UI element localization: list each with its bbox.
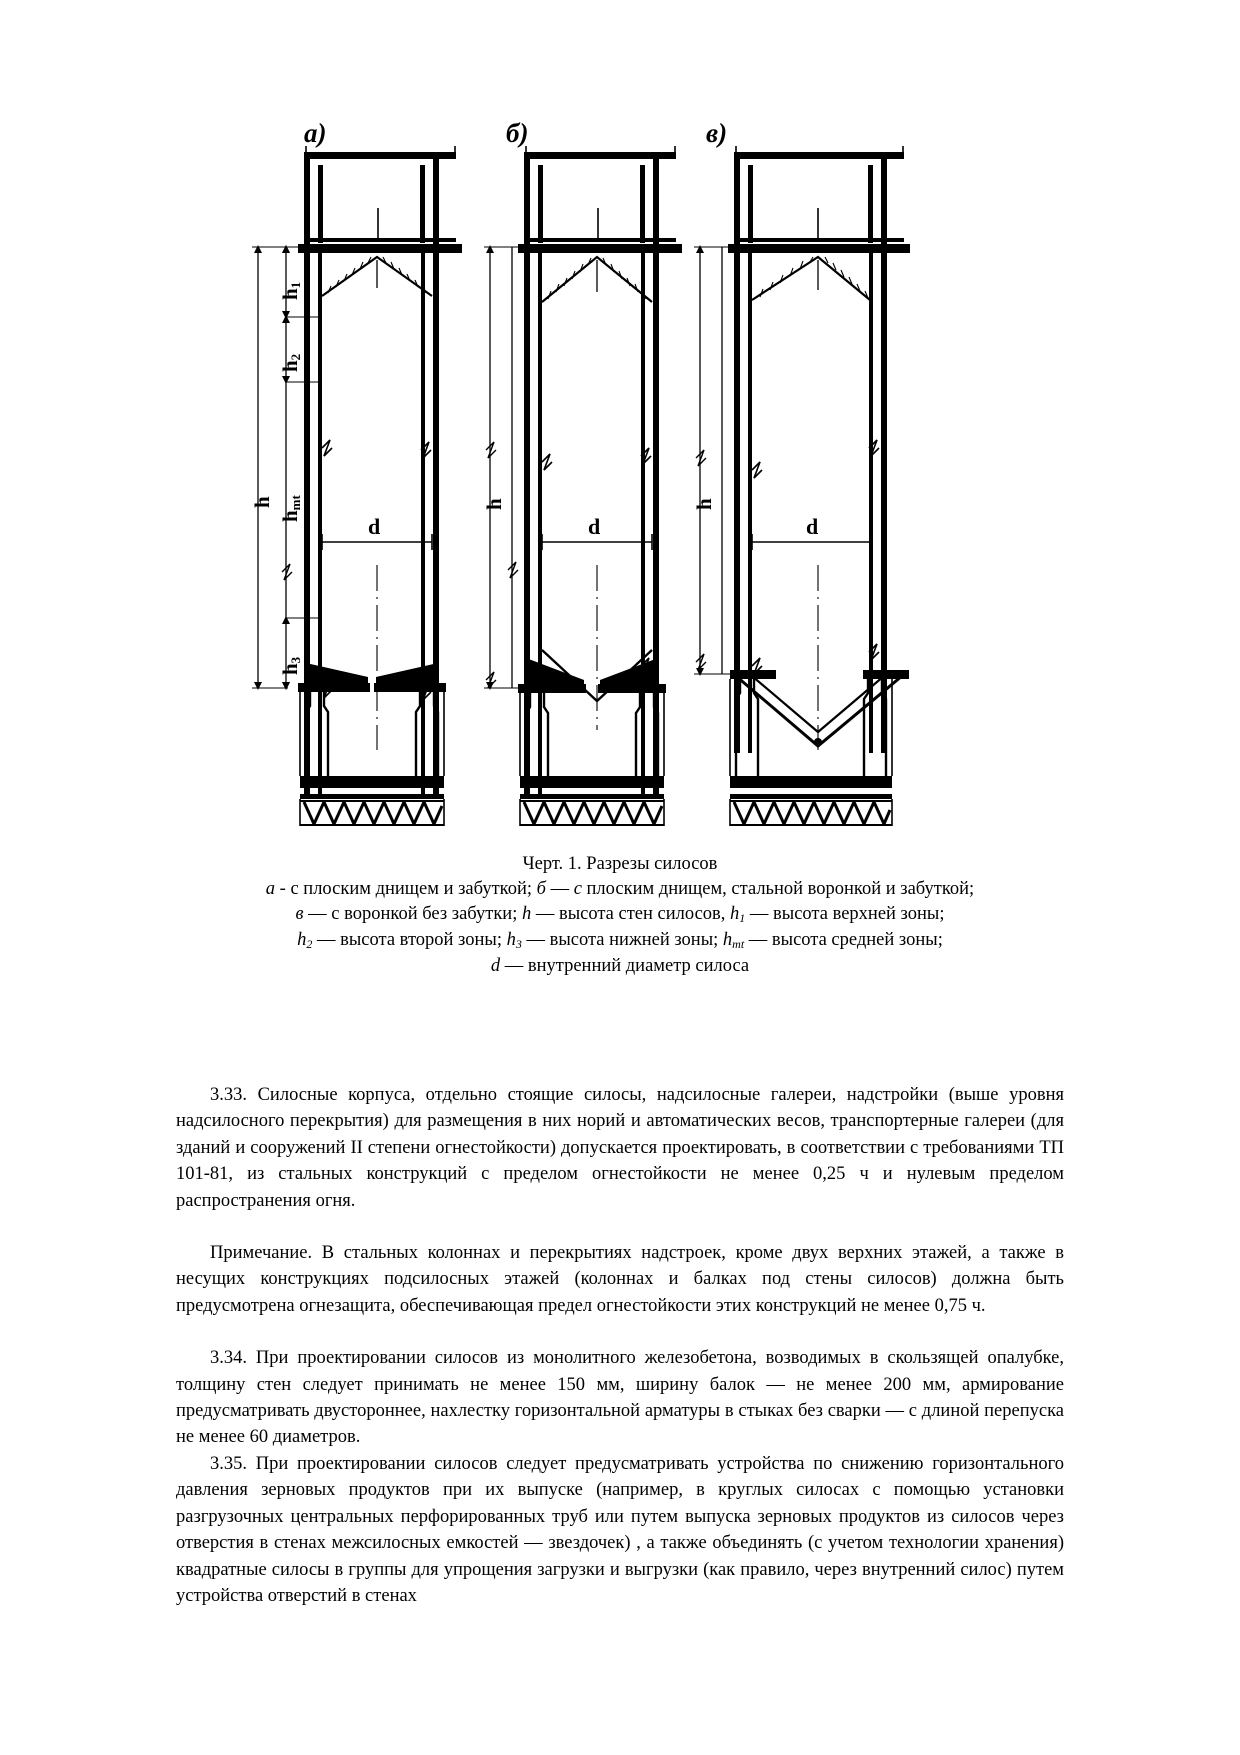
document-body: 3.33. Силосные корпуса, отдельно стоящие… bbox=[176, 1082, 1064, 1609]
paragraph-3-34: 3.34. При проектировании силосов из моно… bbox=[176, 1348, 1064, 1448]
dimension-label-h: h bbox=[482, 498, 506, 510]
figure-caption-title: Черт. 1. Разрезы силосов bbox=[522, 854, 718, 874]
silo-panel-a: а) bbox=[248, 110, 468, 850]
dimension-label-h: h bbox=[250, 496, 274, 508]
paragraph-note: Примечание. В стальных колоннах и перекр… bbox=[176, 1243, 1064, 1316]
dimension-label-h: h bbox=[692, 498, 716, 510]
paragraph-3-35: 3.35. При проектировании силосов следует… bbox=[176, 1453, 1064, 1606]
panel-label-b: б) bbox=[506, 118, 529, 148]
silo-v-drawing bbox=[694, 146, 910, 826]
panel-label-a: а) bbox=[304, 118, 327, 148]
silo-b-drawing bbox=[484, 146, 682, 826]
paragraph-3-33: 3.33. Силосные корпуса, отдельно стоящие… bbox=[176, 1085, 1064, 1211]
figure-caption-line-4: d — внутренний диаметр силоса bbox=[490, 956, 750, 976]
figure-caption-line-2: в — с воронкой без забутки; h — высота с… bbox=[295, 904, 945, 925]
figure-caption-line-1: а - с плоским днищем и забуткой; б — с п… bbox=[265, 879, 975, 899]
dimension-label-h3: h3 bbox=[278, 656, 303, 675]
silo-row: а) bbox=[0, 110, 1240, 850]
silo-panel-b: б) bbox=[468, 110, 688, 850]
figure-caption: Черт. 1. Разрезы силосов а - с плоским д… bbox=[150, 852, 1090, 979]
dimension-label-d: d bbox=[368, 514, 381, 539]
silo-panel-v: в) bbox=[678, 110, 910, 850]
dimension-label-hmt: hmt bbox=[278, 495, 303, 522]
dimension-label-h2: h2 bbox=[278, 353, 303, 372]
panel-label-v: в) bbox=[706, 118, 728, 148]
silo-a-drawing bbox=[252, 146, 462, 826]
dimension-label-d: d bbox=[806, 514, 819, 539]
figure-silo-sections: а) bbox=[0, 110, 1240, 850]
figure-caption-line-3: h2 — высота второй зоны; h3 — высота ниж… bbox=[297, 930, 943, 951]
dimension-label-h1: h1 bbox=[278, 281, 303, 300]
dimension-label-d: d bbox=[588, 514, 601, 539]
